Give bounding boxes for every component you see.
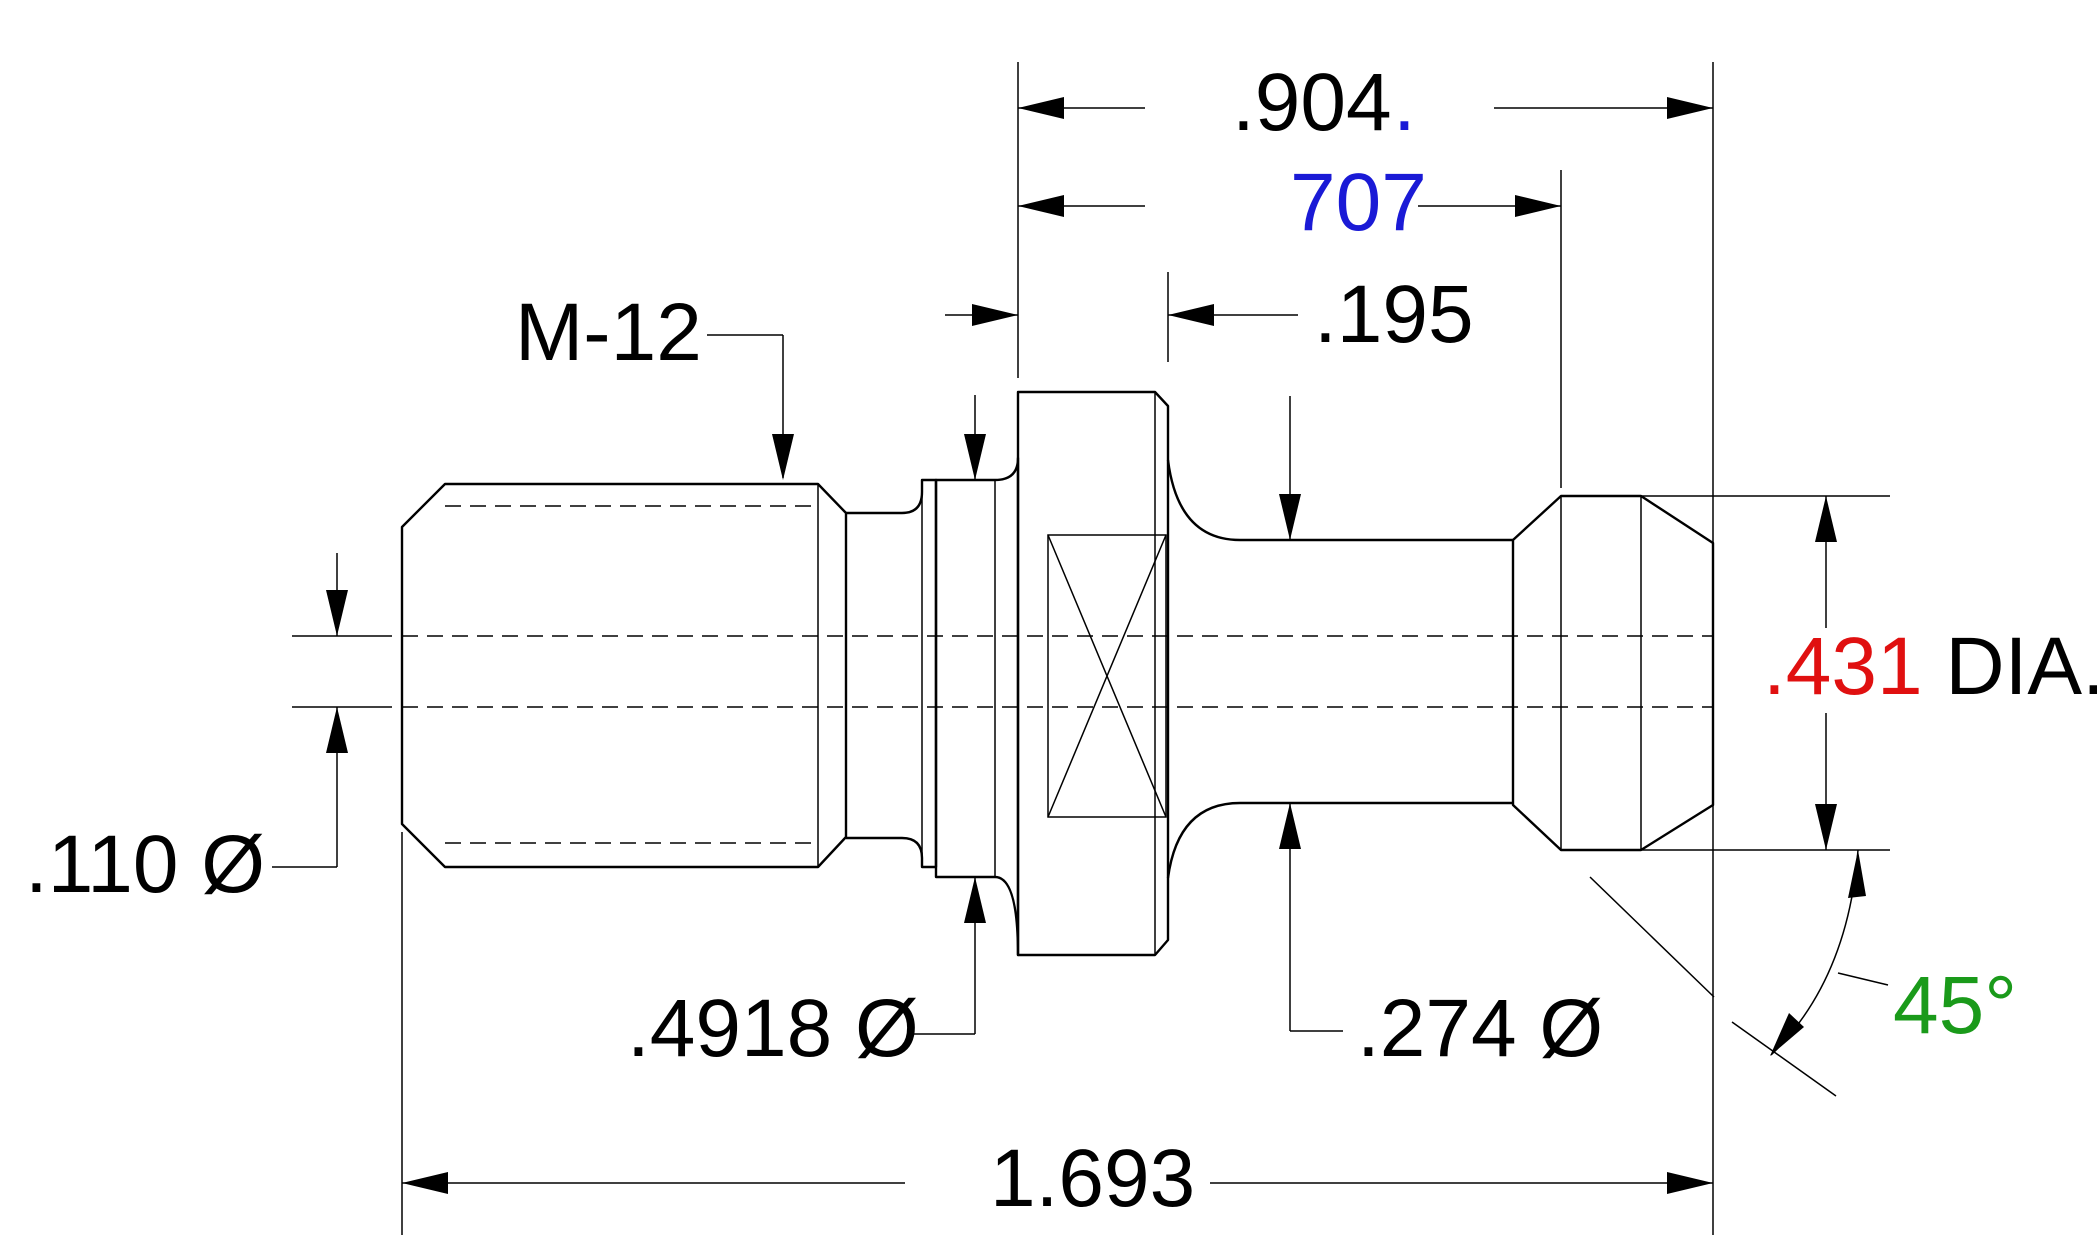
dim-dot-suffix: .	[1393, 57, 1416, 148]
dim-head-diameter-suffix: DIA.	[1923, 621, 2097, 712]
neck	[1166, 459, 1513, 879]
dim-bore-diameter: .110 Ø	[25, 819, 265, 910]
dim-neck-diameter: .274 Ø	[1357, 983, 1603, 1074]
thread-callout: M-12	[515, 287, 702, 378]
flange	[1016, 390, 1170, 957]
dim-overall-length: 1.693	[990, 1133, 1195, 1224]
dim-head-diameter-value: .431	[1763, 621, 1923, 712]
retention-head	[1511, 494, 1715, 852]
wrench-flat-diagonal	[1047, 534, 1167, 818]
dim-flange-to-neck-end: 707	[1290, 157, 1427, 248]
dim-relief-diameter: .4918 Ø	[627, 983, 919, 1074]
dim-flange-thickness: .195	[1314, 269, 1474, 360]
dimension-labels: .904 . 707 .195 M-12 .110 Ø .4918 Ø .274…	[25, 57, 2097, 1224]
dim-chamfer-angle: 45°	[1893, 960, 2017, 1051]
threaded-shank	[400, 482, 848, 869]
dim-head-diameter: .431 DIA.	[1763, 621, 2097, 712]
part-outline	[400, 390, 1715, 957]
hidden-lines	[402, 505, 1713, 844]
dim-flange-to-end: .904	[1232, 57, 1392, 148]
extension-lines	[292, 62, 1890, 1235]
wrench-flat	[1047, 534, 1167, 818]
dimension-lines	[272, 97, 1889, 1194]
